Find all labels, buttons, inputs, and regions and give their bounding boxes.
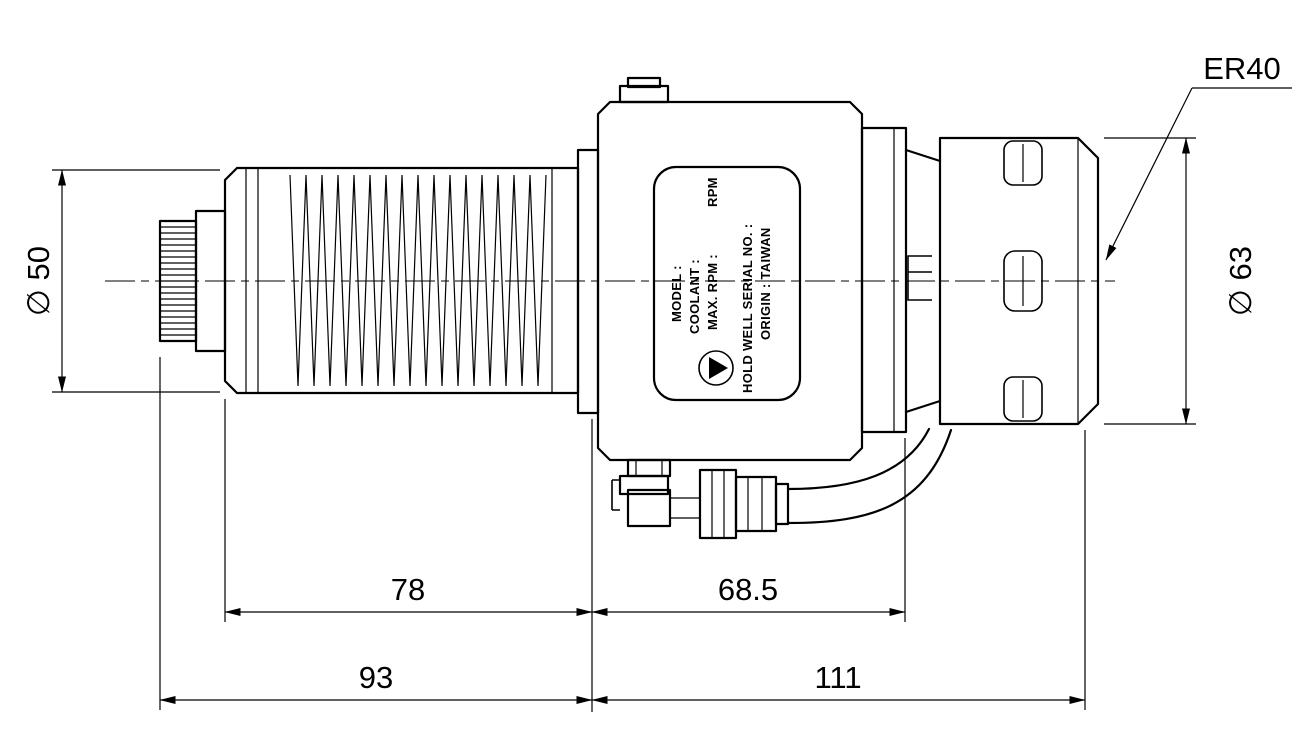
dim-68-5: 68.5 <box>591 438 906 622</box>
dim-78: 78 <box>224 399 593 712</box>
holdwell-triangle-logo-icon <box>698 350 734 386</box>
top-plug <box>618 76 670 104</box>
dim-dia-50-label: ∅ 50 <box>21 246 56 316</box>
nut-slot-middle <box>1003 250 1043 312</box>
nut-slot-top <box>1003 140 1043 186</box>
dim-dia-63-label: ∅ 63 <box>1223 246 1258 316</box>
nameplate-max-rpm: MAX. RPM : <box>705 254 720 330</box>
collet-nut <box>938 136 1100 426</box>
coolant-fitting <box>611 458 790 540</box>
nameplate: MODEL : COOLANT : MAX. RPM : RPM HOLD WE… <box>652 165 802 402</box>
nameplate-coolant: COOLANT : <box>687 259 702 334</box>
dim-dia-50: ∅ 50 <box>21 169 220 393</box>
ring-latch <box>907 255 932 301</box>
clamp-ring <box>860 126 942 434</box>
nut-slot-bottom <box>1003 376 1043 422</box>
label-er40: ER40 <box>1105 51 1292 261</box>
dim-111-label: 111 <box>814 660 861 695</box>
dim-dia-63: ∅ 63 <box>1104 137 1258 425</box>
nameplate-model: MODEL : <box>669 265 684 322</box>
dim-93: 93 <box>159 357 593 710</box>
nameplate-serial: HOLD WELL SERIAL NO. : <box>740 224 755 393</box>
thread <box>289 174 547 387</box>
housing-block: MODEL : COOLANT : MAX. RPM : RPM HOLD WE… <box>596 76 864 462</box>
er40-label: ER40 <box>1203 51 1281 86</box>
dim-111: 111 <box>591 430 1086 710</box>
nameplate-origin: ORIGIN : TAIWAN <box>758 227 773 340</box>
coolant-pipe <box>786 427 953 525</box>
dim-68-5-label: 68.5 <box>718 572 778 607</box>
dim-93-label: 93 <box>359 660 393 695</box>
dim-78-label: 78 <box>391 572 425 607</box>
nameplate-rpm-unit: RPM <box>705 177 720 207</box>
